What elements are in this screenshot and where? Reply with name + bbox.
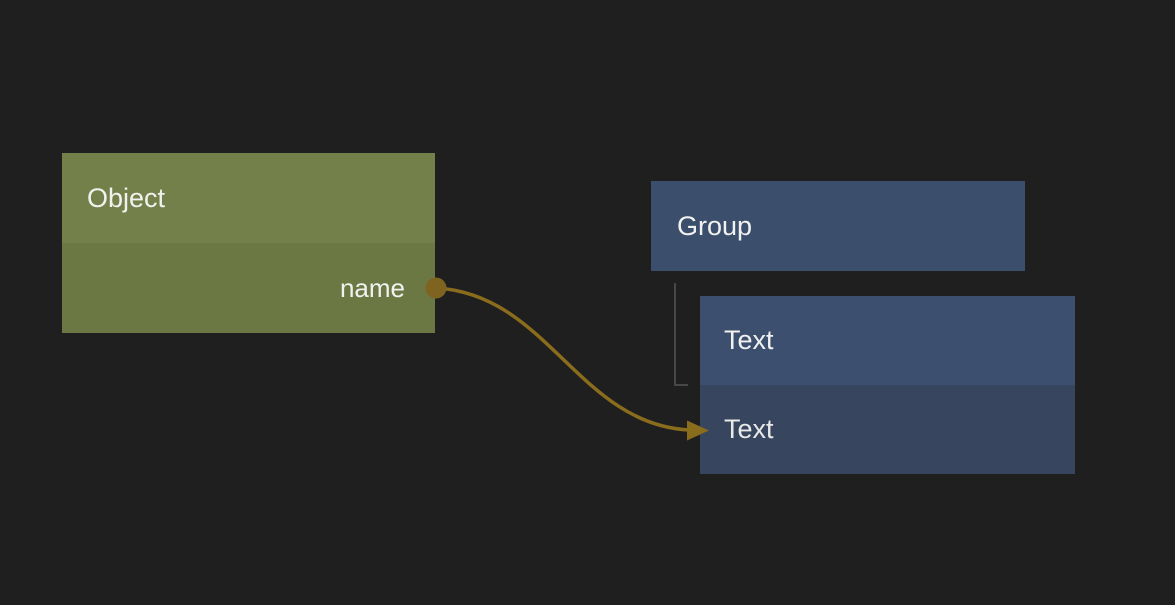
field-name-label: name bbox=[339, 272, 405, 303]
node-text-title: Text bbox=[724, 325, 774, 355]
node-object-field-name[interactable]: name bbox=[62, 243, 435, 333]
field-text-label: Text bbox=[724, 414, 774, 444]
node-text-field[interactable]: Text bbox=[700, 385, 1075, 474]
node-object-header[interactable]: Object bbox=[62, 153, 435, 243]
connection-wire[interactable] bbox=[434, 286, 691, 432]
node-group[interactable]: Group bbox=[651, 181, 1025, 271]
node-object-title: Object bbox=[87, 182, 166, 213]
node-text-header[interactable]: Text bbox=[700, 296, 1075, 385]
hierarchy-connector-line bbox=[674, 283, 688, 386]
node-group-header[interactable]: Group bbox=[651, 181, 1025, 271]
node-object[interactable]: Object name bbox=[62, 153, 435, 333]
node-text[interactable]: Text Text bbox=[700, 296, 1075, 474]
node-group-title: Group bbox=[677, 210, 753, 241]
